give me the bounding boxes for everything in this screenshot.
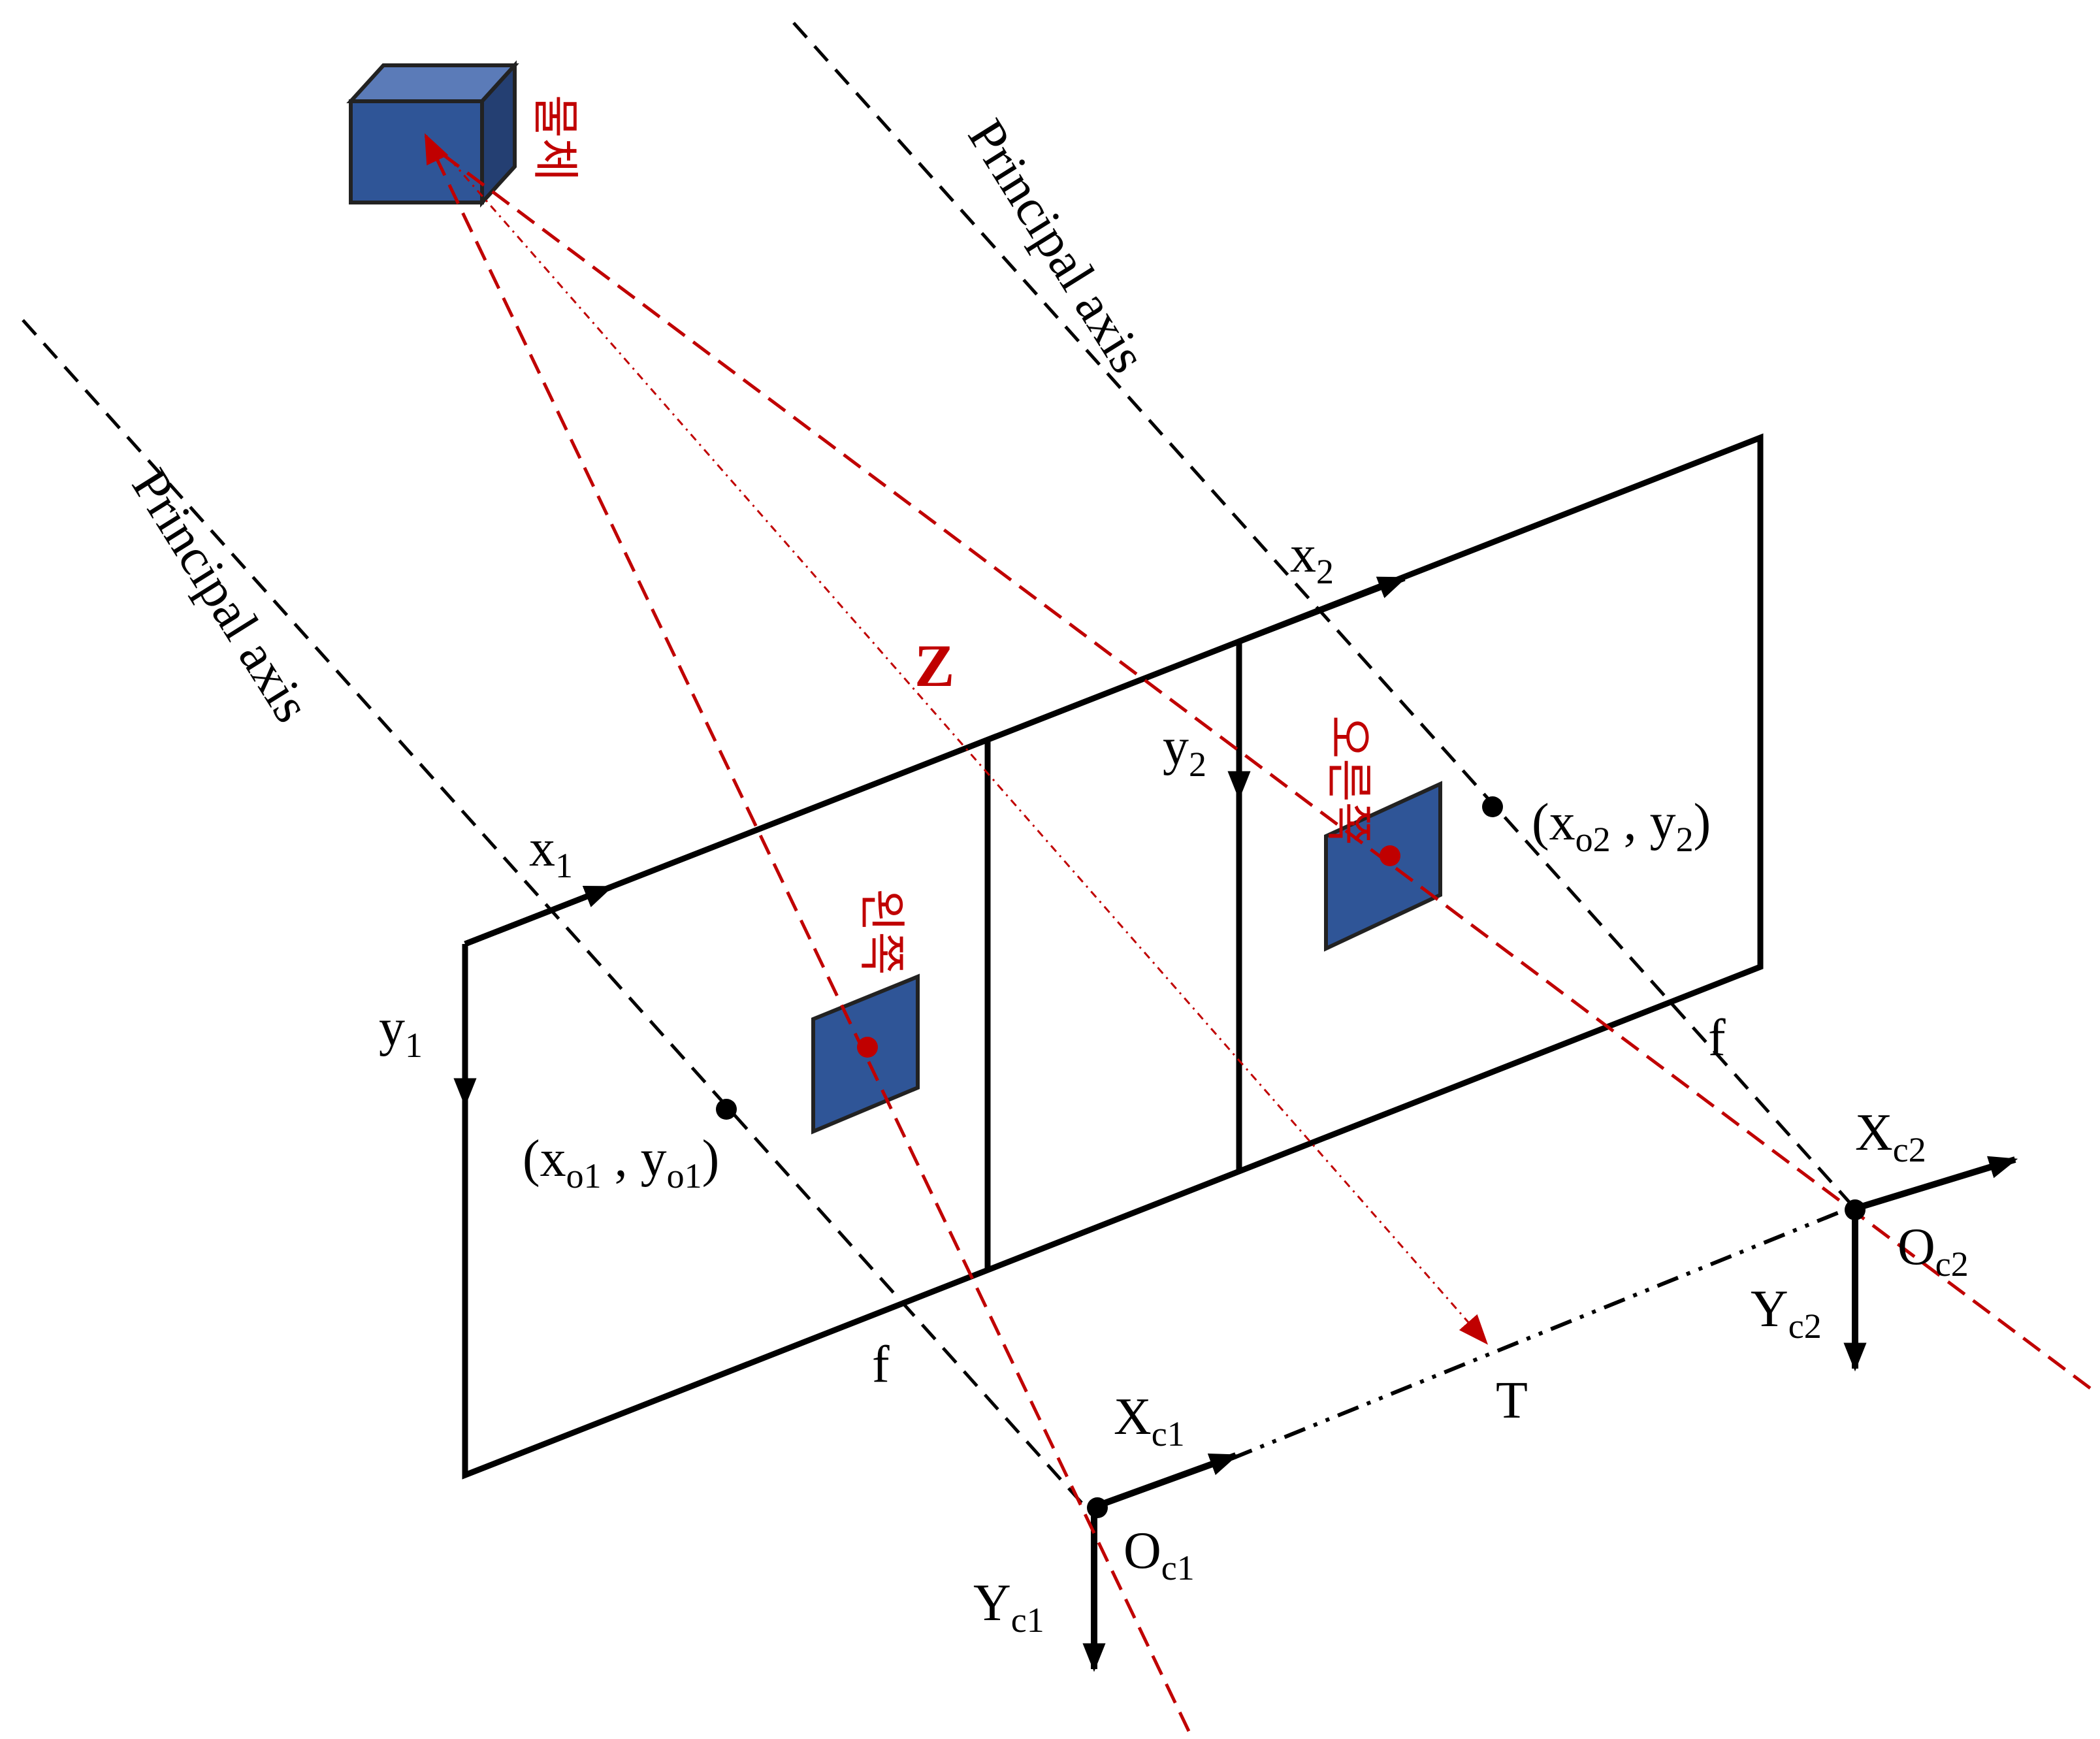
image-right-square <box>1324 781 1442 952</box>
focal-length-left-label: f <box>872 1336 890 1393</box>
object-box <box>346 60 519 208</box>
baseline-t-label: T <box>1496 1372 1528 1429</box>
y1-label: y1 <box>379 1000 423 1065</box>
object-label: 물체 <box>528 95 583 181</box>
camera-center-1 <box>1087 1497 1108 1518</box>
image-plane-frame <box>462 433 1764 1480</box>
yc2-label: Yc2 <box>1751 1280 1822 1346</box>
yc1-label: Yc1 <box>973 1574 1044 1640</box>
principal-point-right-label: (xo2 , y2) <box>1532 794 1711 859</box>
xc1-axis-arrow <box>1096 1452 1239 1509</box>
camera-center-2 <box>1845 1199 1866 1220</box>
image-point-left <box>857 1037 878 1058</box>
principal-point-left-label: (xo1 , yo1) <box>523 1130 719 1195</box>
xc1-label: Xc1 <box>1114 1388 1185 1454</box>
oc1-label: Oc1 <box>1123 1522 1195 1587</box>
xc2-axis-arrow <box>1854 1156 2018 1212</box>
principal-axis-left-line <box>22 319 1086 1507</box>
xc2-label: Xc2 <box>1855 1104 1926 1169</box>
x2-axis-arrow <box>1238 575 1408 645</box>
x1-axis-arrow <box>464 884 614 947</box>
image-right-label: 오른쪽 <box>1321 715 1376 845</box>
image-left-label: 왼쪽 <box>854 888 909 975</box>
ray-right-camera <box>443 154 2092 1390</box>
principal-axis-label-left: Principal axis <box>121 459 321 732</box>
ray-depth-z <box>449 159 1489 1345</box>
focal-length-right-label: f <box>1708 1009 1726 1067</box>
x2-label: x2 <box>1290 526 1334 591</box>
baseline-line <box>1230 1207 1850 1461</box>
ray-left-camera <box>424 133 1191 1732</box>
x1-label: x1 <box>529 820 573 885</box>
principal-point-right <box>1482 796 1503 817</box>
principal-point-left <box>716 1099 737 1120</box>
oc2-label: Oc2 <box>1898 1218 1969 1284</box>
y2-label: y2 <box>1163 719 1206 784</box>
depth-z-label: Z <box>914 632 954 699</box>
principal-axis-right-line <box>792 22 1856 1210</box>
principal-axis-label-right: Principal axis <box>957 110 1157 383</box>
image-point-right <box>1380 845 1400 866</box>
